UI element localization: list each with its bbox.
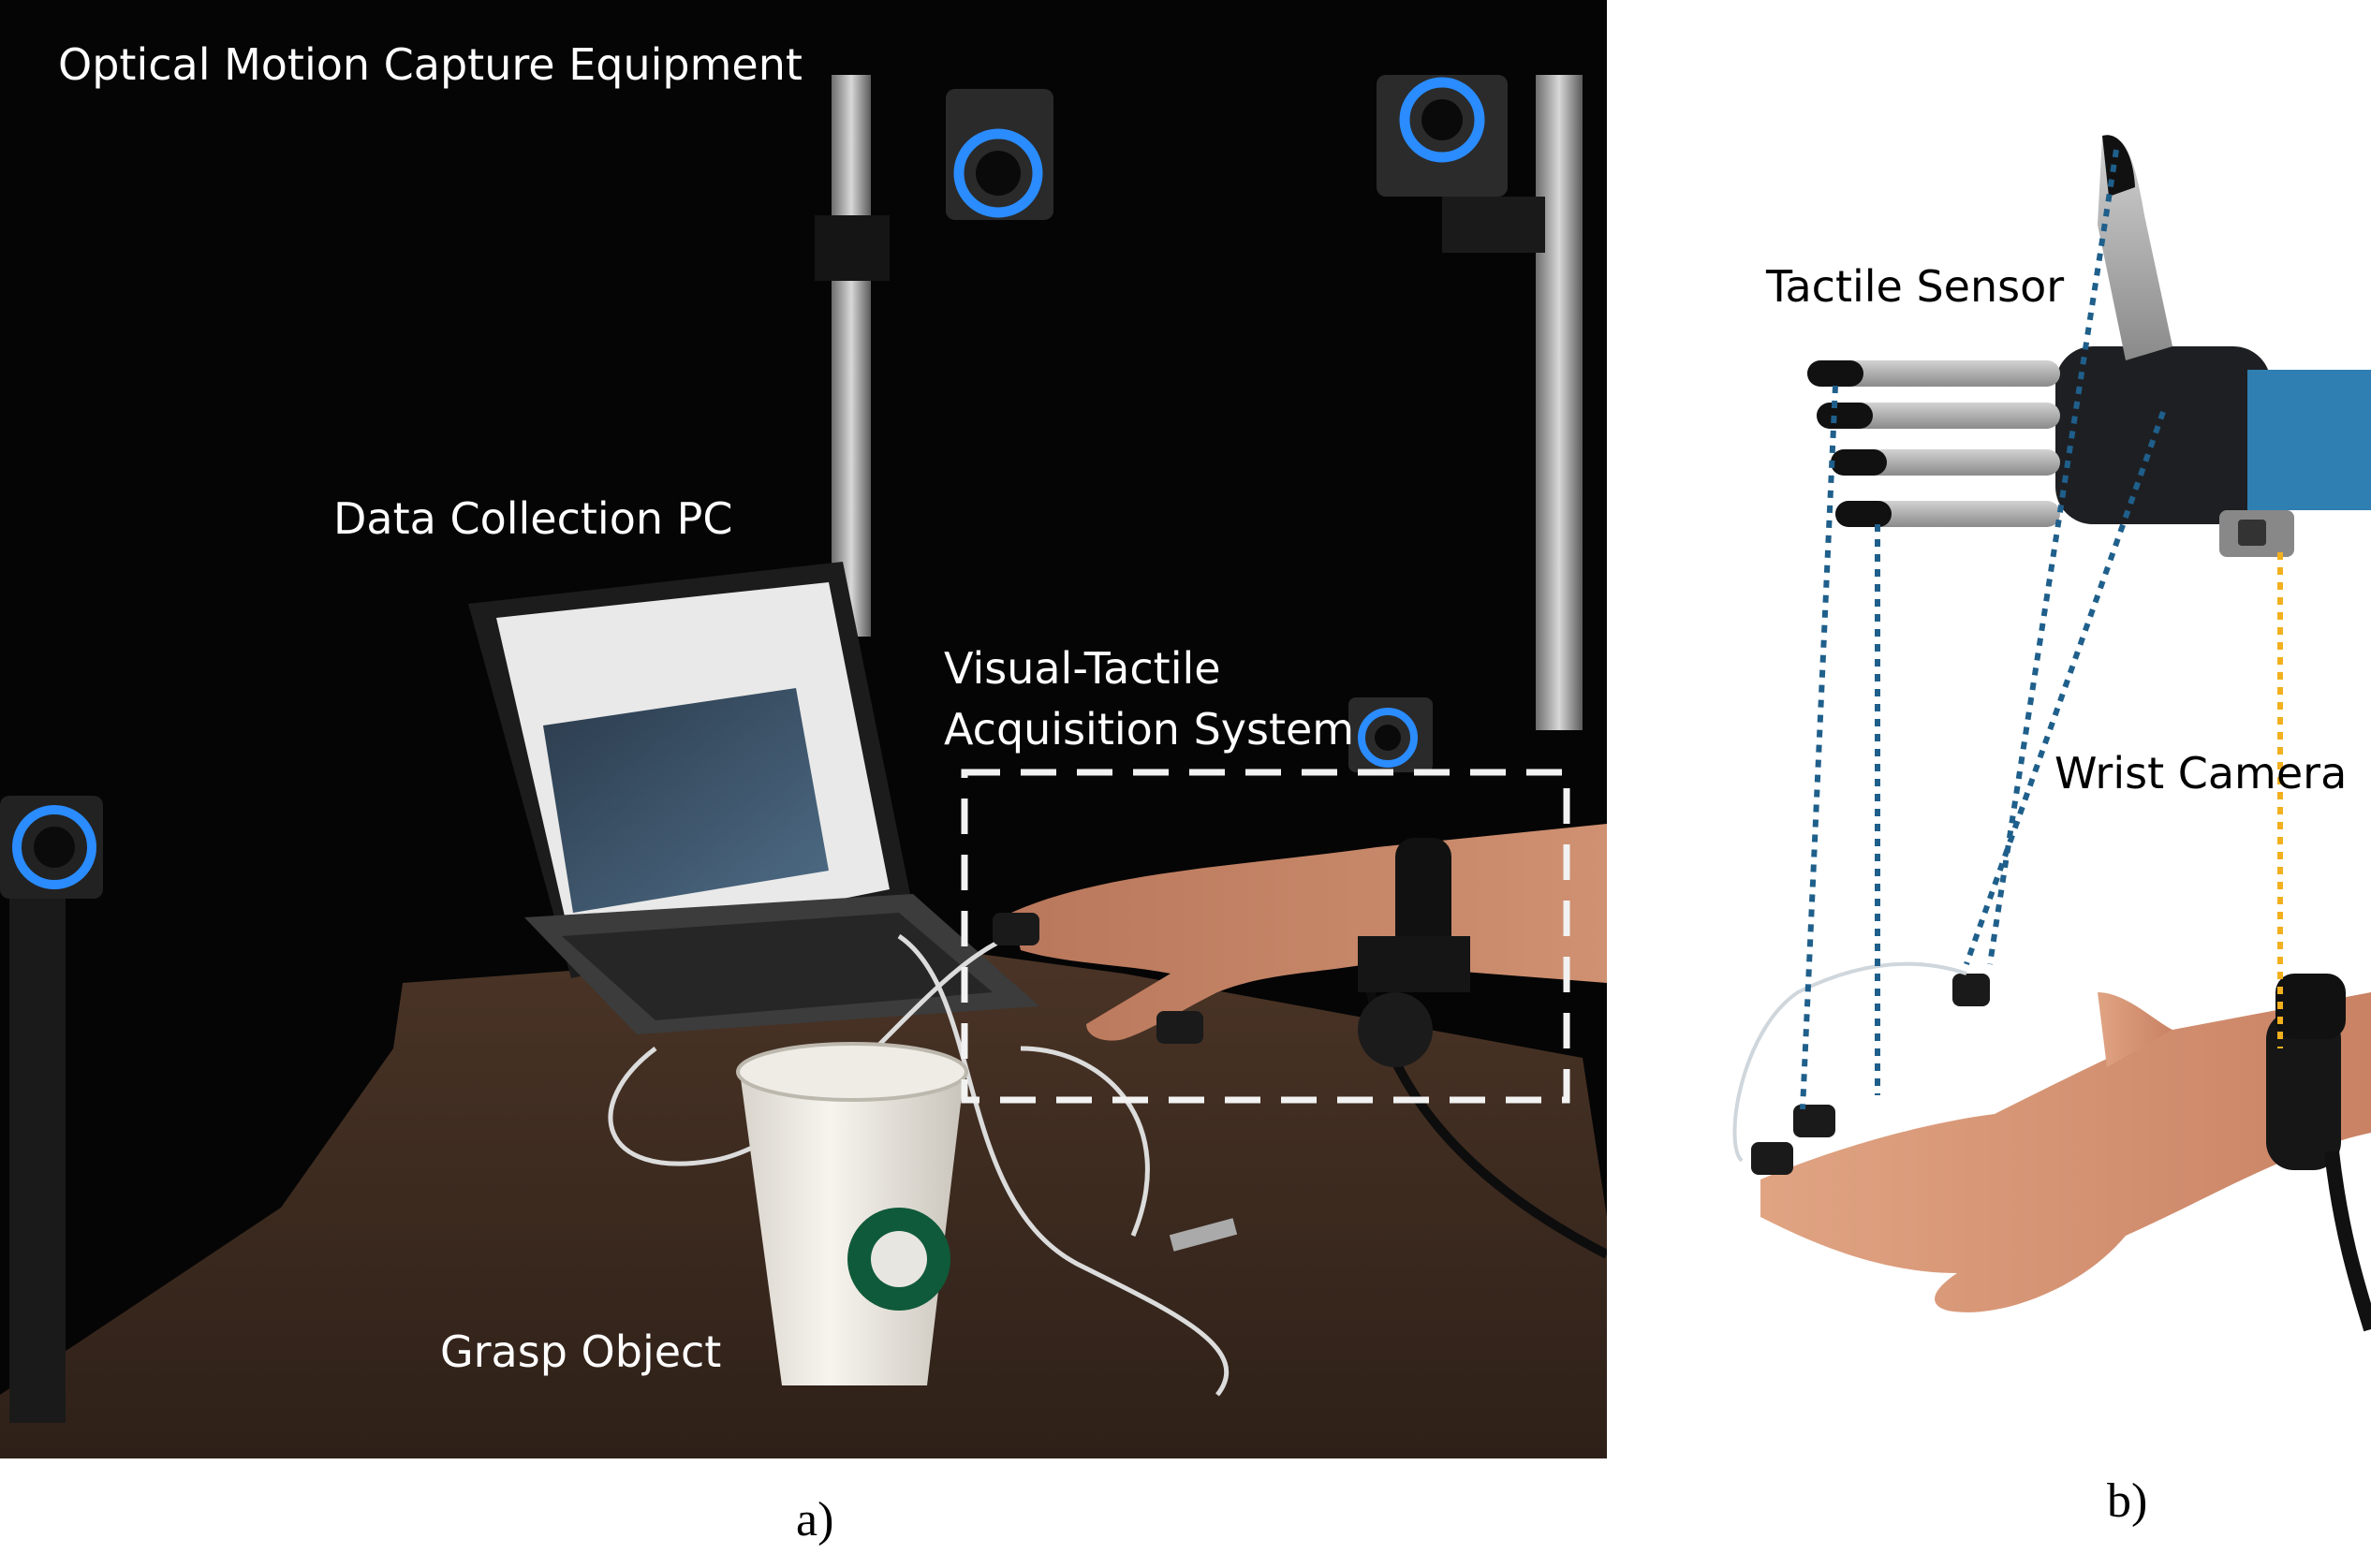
caption-b: b) (2107, 1474, 2147, 1528)
mocap-camera-center (815, 75, 1053, 637)
label-grasp-object: Grasp Object (440, 1326, 721, 1377)
label-data-collection-pc: Data Collection PC (333, 493, 732, 544)
acquisition-system-highlight-box (961, 769, 1570, 1104)
label-system-line1: Visual-Tactile (944, 643, 1221, 694)
mocap-camera-left (0, 796, 103, 1423)
human-hand (993, 824, 1607, 1067)
caption-b-text: b) (2107, 1474, 2147, 1528)
caption-a: a) (796, 1493, 833, 1546)
label-tactile-sensor: Tactile Sensor (1765, 261, 2064, 312)
laptop (468, 562, 1039, 1034)
robotic-hand (1807, 135, 2371, 557)
grasp-object-cup (736, 1042, 968, 1385)
caption-a-text: a) (796, 1493, 833, 1546)
label-wrist-camera: Wrist Camera (2054, 748, 2347, 799)
label-system-line2: Acquisition System (944, 704, 1354, 755)
mocap-camera-right (1377, 75, 1583, 730)
label-mocap-equipment: Optical Motion Capture Equipment (58, 39, 803, 90)
human-hand-with-sensors (1732, 961, 2371, 1332)
mocap-camera-small (1348, 697, 1433, 772)
link-lines (1800, 149, 2283, 1110)
panel-b-photo: Tactile Sensor Wrist Camera (1686, 0, 2371, 1357)
panel-a-photo: Optical Motion Capture Equipment Data Co… (0, 0, 1607, 1458)
